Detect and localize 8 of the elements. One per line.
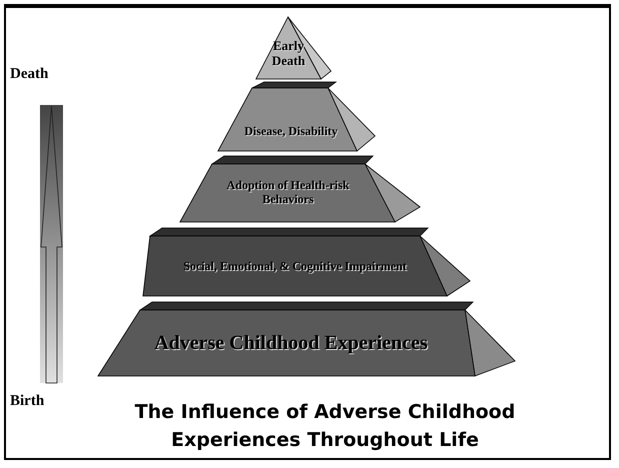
axis-label: Birth bbox=[10, 393, 44, 410]
axis-label: Death bbox=[10, 66, 48, 83]
level-label: Social, Emotional, & Cognitive Impairment bbox=[183, 260, 407, 274]
level-label: Disease, Disability bbox=[244, 125, 338, 139]
title: The Influence of Adverse Childhood Experiences Throughout Life bbox=[134, 400, 516, 453]
level-label: Adverse Childhood Experiences bbox=[154, 332, 428, 354]
level-label: Early Death bbox=[270, 39, 306, 69]
level-label: Adoption of Health-risk Behaviors bbox=[226, 179, 350, 207]
